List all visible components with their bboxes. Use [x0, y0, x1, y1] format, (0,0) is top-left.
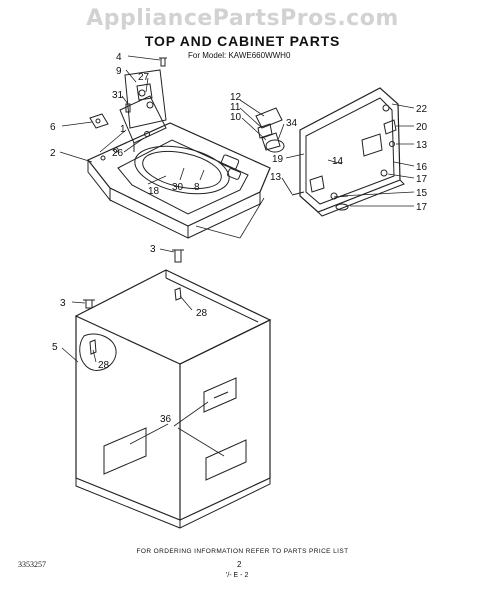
page-code: '/- E - 2 — [226, 572, 249, 579]
callout-14: 14 — [332, 156, 344, 167]
document-number: 3353257 — [18, 560, 46, 569]
callout-28-back: 28 — [196, 308, 208, 319]
callout-34: 34 — [286, 118, 298, 129]
screw-3-top — [172, 249, 184, 263]
callout-30: 30 — [172, 182, 184, 193]
callout-20: 20 — [416, 122, 428, 133]
callout-17-upper: 17 — [416, 174, 428, 185]
callout-9: 9 — [116, 66, 122, 77]
callout-28-front: 28 — [98, 360, 110, 371]
callout-13-right: 13 — [416, 140, 428, 151]
page-number: 2 — [237, 560, 242, 569]
lid-switch-assembly — [255, 107, 285, 153]
screw-4 — [159, 57, 167, 67]
screw-31 — [125, 103, 131, 113]
callout-8: 8 — [194, 182, 200, 193]
callout-6: 6 — [50, 122, 56, 133]
site-watermark: AppliancePartsPros.com — [86, 6, 399, 31]
callout-2: 2 — [50, 148, 56, 159]
washer-lid — [299, 87, 405, 217]
leader-lines — [59, 55, 415, 457]
callout-5: 5 — [52, 342, 58, 353]
callout-12: 12 — [230, 92, 242, 103]
ordering-note: FOR ORDERING INFORMATION REFER TO PARTS … — [136, 548, 349, 555]
hinge-left-6 — [89, 113, 109, 129]
callout-3-top: 3 — [150, 244, 156, 255]
page-title: TOP AND CABINET PARTS — [144, 33, 341, 49]
callout-10: 10 — [230, 112, 242, 123]
callout-31: 31 — [112, 90, 124, 101]
screw-3-left — [83, 299, 95, 309]
callout-3-left: 3 — [60, 298, 66, 309]
callout-22: 22 — [416, 104, 428, 115]
callout-26: 26 — [112, 148, 124, 159]
callout-13-left: 13 — [270, 172, 282, 183]
callout-labels: 4 9 27 31 6 1 26 2 18 30 8 12 11 10 34 1… — [50, 52, 428, 425]
callout-17-lower: 17 — [416, 202, 428, 213]
washer-top-lid-frame — [87, 95, 271, 239]
callout-27: 27 — [138, 72, 150, 83]
callout-16: 16 — [416, 162, 428, 173]
lid-switch-bracket — [124, 69, 167, 129]
lid-hardware-right — [291, 104, 397, 211]
callout-1: 1 — [120, 124, 126, 135]
washer-cabinet — [74, 269, 272, 529]
callout-18: 18 — [148, 186, 160, 197]
callout-19: 19 — [272, 154, 284, 165]
callout-11: 11 — [230, 102, 241, 113]
callout-4: 4 — [116, 52, 122, 63]
callout-36: 36 — [160, 414, 172, 425]
callout-15: 15 — [416, 188, 428, 199]
model-line: For Model: KAWE660WWH0 — [188, 51, 291, 60]
